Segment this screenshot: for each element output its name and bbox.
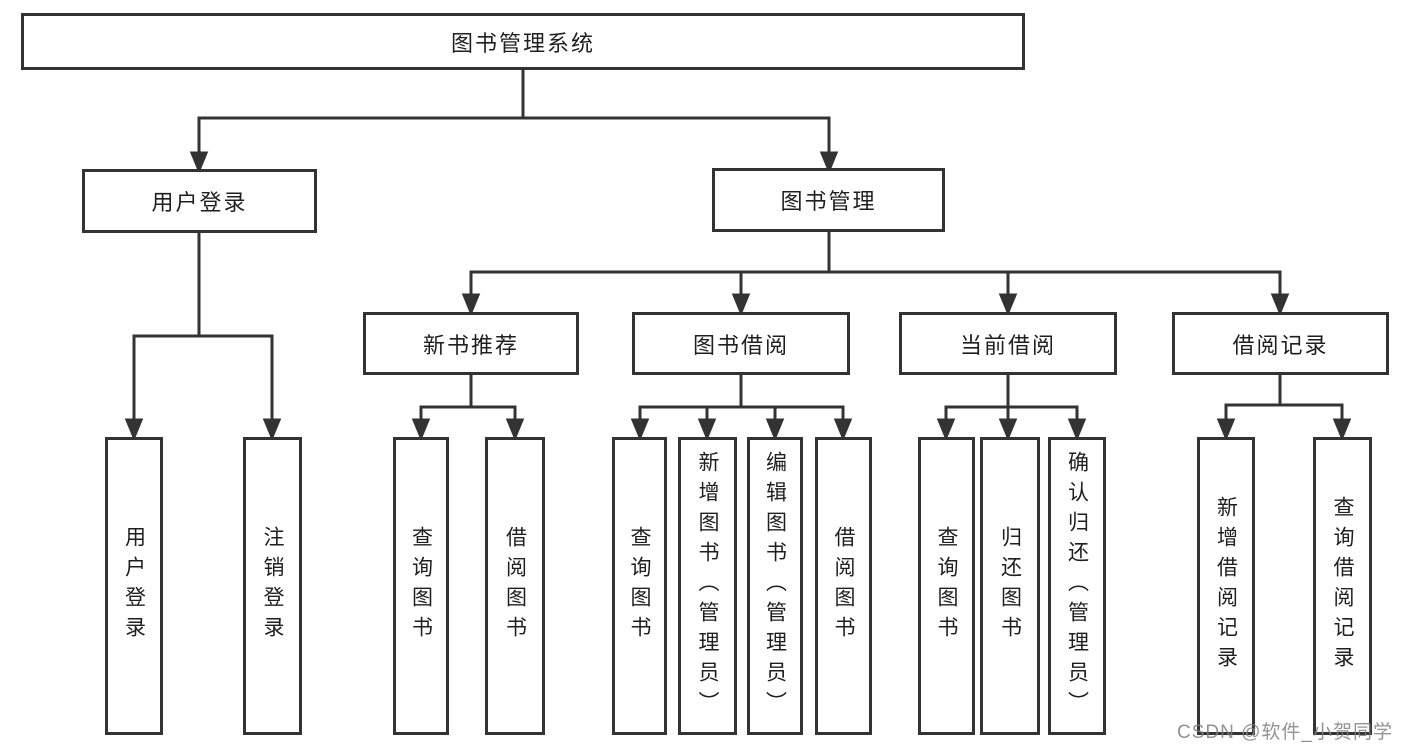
node-leaf-logout: 注销登录 bbox=[243, 437, 302, 735]
node-user-login-label: 用户登录 bbox=[151, 190, 248, 215]
node-leaf-br-query-record: 查询借阅记录 bbox=[1313, 437, 1372, 735]
node-leaf-bb-edit-books: 编辑图书（管理员） bbox=[747, 437, 803, 735]
node-book-borrow: 图书借阅 bbox=[632, 312, 850, 375]
node-leaf-user-login: 用户登录 bbox=[105, 437, 163, 735]
node-new-book-rec: 新书推荐 bbox=[363, 312, 579, 375]
node-leaf-cb-return-books: 归还图书 bbox=[980, 437, 1040, 735]
node-leaf-cb-return-books-label: 归还图书 bbox=[998, 526, 1022, 646]
node-current-borrow-label: 当前借阅 bbox=[959, 332, 1056, 358]
node-root-label: 图书管理系统 bbox=[450, 30, 595, 56]
node-leaf-user-login-label: 用户登录 bbox=[122, 526, 146, 646]
node-leaf-br-add-record-label: 新增借阅记录 bbox=[1214, 496, 1238, 676]
node-leaf-nr-borrow-books-label: 借阅图书 bbox=[503, 526, 527, 646]
node-leaf-br-query-record-label: 查询借阅记录 bbox=[1331, 496, 1354, 676]
node-leaf-bb-add-books-label: 新增图书（管理员） bbox=[696, 451, 719, 721]
node-leaf-nr-borrow-books: 借阅图书 bbox=[485, 437, 545, 735]
node-leaf-bb-borrow-books: 借阅图书 bbox=[815, 437, 872, 735]
node-new-book-rec-label: 新书推荐 bbox=[422, 332, 519, 358]
node-current-borrow: 当前借阅 bbox=[899, 312, 1117, 375]
node-leaf-bb-query-books: 查询图书 bbox=[612, 437, 667, 735]
node-borrow-records: 借阅记录 bbox=[1172, 312, 1389, 375]
node-root: 图书管理系统 bbox=[21, 13, 1025, 70]
node-user-login: 用户登录 bbox=[82, 169, 317, 233]
node-leaf-cb-confirm-return: 确认归还（管理员） bbox=[1048, 437, 1106, 735]
node-borrow-records-label: 借阅记录 bbox=[1232, 332, 1329, 358]
node-leaf-nr-query-books-label: 查询图书 bbox=[409, 526, 433, 646]
node-leaf-bb-add-books: 新增图书（管理员） bbox=[678, 437, 737, 735]
node-leaf-nr-query-books: 查询图书 bbox=[393, 437, 449, 735]
node-leaf-bb-query-books-label: 查询图书 bbox=[628, 526, 651, 646]
node-leaf-br-add-record: 新增借阅记录 bbox=[1197, 437, 1255, 735]
node-leaf-cb-query-books: 查询图书 bbox=[918, 437, 975, 735]
node-book-mgmt: 图书管理 bbox=[712, 168, 945, 232]
node-leaf-bb-edit-books-label: 编辑图书（管理员） bbox=[763, 451, 787, 721]
node-book-borrow-label: 图书借阅 bbox=[692, 332, 789, 358]
node-leaf-bb-borrow-books-label: 借阅图书 bbox=[832, 526, 855, 646]
node-leaf-cb-query-books-label: 查询图书 bbox=[935, 526, 958, 646]
node-leaf-cb-confirm-return-label: 确认归还（管理员） bbox=[1065, 451, 1089, 721]
node-leaf-logout-label: 注销登录 bbox=[261, 526, 284, 646]
csdn-watermark: CSDN @软件_小贺同学 bbox=[1177, 722, 1393, 743]
node-book-mgmt-label: 图书管理 bbox=[780, 189, 877, 214]
